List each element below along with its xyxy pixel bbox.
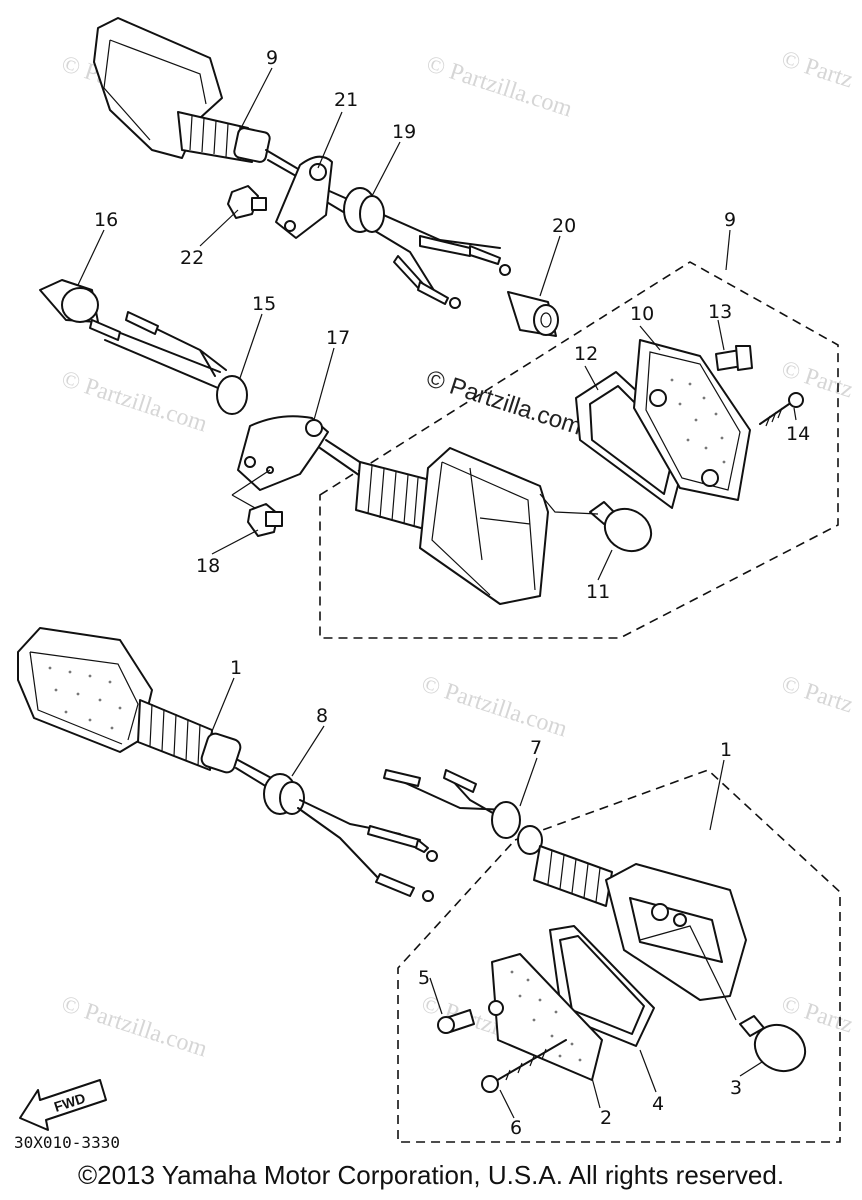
grommet-19 [343, 187, 385, 233]
callout-18: 18 [196, 555, 220, 577]
watermark: © Partzilla.com [58, 366, 210, 438]
fwd-arrow-icon: FWD [19, 1079, 107, 1131]
callout-12: 12 [574, 343, 598, 365]
callout-1: 1 [230, 657, 242, 679]
flasher-rear-left [93, 17, 511, 309]
callout-9: 9 [266, 47, 278, 69]
callout-4: 4 [652, 1093, 664, 1115]
screw-13 [715, 345, 753, 371]
callout-7: 7 [530, 737, 542, 759]
copyright-notice: ©2013 Yamaha Motor Corporation, U.S.A. A… [77, 1160, 785, 1190]
callout-21: 21 [334, 89, 358, 111]
screw-6 [481, 1039, 567, 1093]
callout-20: 20 [552, 215, 576, 237]
flasher-rear-right [89, 311, 549, 605]
callout-19: 19 [392, 121, 416, 143]
flasher-front-left-texture [48, 666, 122, 730]
callout-8: 8 [316, 705, 328, 727]
assembly-box-upper [319, 261, 839, 639]
callout-14: 14 [786, 423, 810, 445]
wire-8 [297, 799, 401, 881]
watermark: © Partz [778, 671, 856, 718]
callout-2: 2 [600, 1107, 612, 1129]
connector-8b [375, 873, 434, 902]
watermark: © Partzilla.com [418, 671, 570, 743]
callout-1: 1 [720, 739, 732, 761]
callout-labels: 9 21 19 16 22 20 9 15 17 10 13 12 14 18 … [94, 47, 810, 1139]
callout-17: 17 [326, 327, 350, 349]
grommet-8 [263, 773, 305, 815]
connector-8a [367, 825, 438, 862]
callout-15: 15 [252, 293, 276, 315]
callout-3: 3 [730, 1077, 742, 1099]
callout-6: 6 [510, 1117, 522, 1139]
watermark: © Partz [778, 46, 856, 93]
bulb-3 [739, 1015, 807, 1073]
callout-11: 11 [586, 581, 610, 603]
lens-2 [488, 953, 603, 1081]
watermark: © Partzilla.com [423, 51, 575, 123]
callout-5: 5 [418, 967, 430, 989]
bulb-11 [589, 501, 653, 553]
callout-9: 9 [724, 209, 736, 231]
damper-20 [507, 291, 559, 337]
assembly-box-lower [397, 769, 841, 1143]
callout-10: 10 [630, 303, 654, 325]
watermark: © Partzilla.com [58, 991, 210, 1063]
leader-lines [77, 67, 797, 1119]
lens-10 [633, 339, 751, 501]
bolt-22 [227, 185, 267, 219]
damper-16 [39, 279, 99, 323]
callout-13: 13 [708, 301, 732, 323]
center-watermark: © Partzilla.com [423, 365, 585, 441]
diagram-code: 30X010-3330 [14, 1133, 120, 1152]
flasher-front-left [17, 627, 276, 791]
callout-16: 16 [94, 209, 118, 231]
screw-5 [437, 1009, 475, 1034]
lens-2-texture [510, 970, 582, 1062]
bolt-18 [247, 503, 283, 537]
screw-14 [759, 392, 804, 427]
callout-22: 22 [180, 247, 204, 269]
exploded-parts-diagram: © Partzilla.com © Partzilla.com © Partz … [14, 17, 856, 1152]
lens-10-texture [670, 378, 726, 464]
